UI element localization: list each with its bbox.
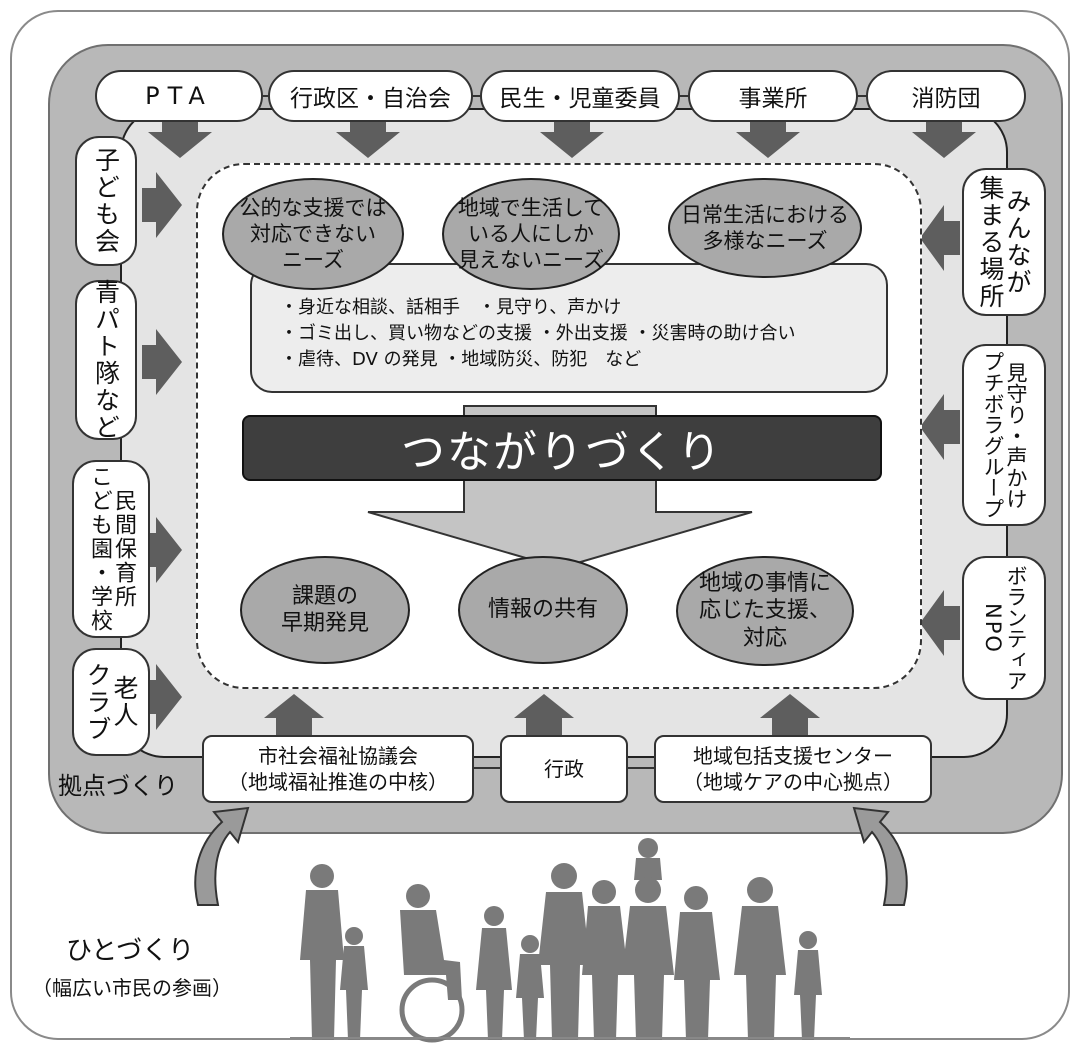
- needs-ellipse-public-line-3: ニーズ: [282, 248, 344, 273]
- org-gathering-place-label-1: みんなが: [1003, 188, 1032, 296]
- org-welfare-commissioner: 民生・児童委員: [480, 70, 680, 122]
- outcome-local-support-line-1: 地域の事情に: [698, 570, 831, 596]
- org-gathering-place: みんなが 集まる場所: [962, 168, 1046, 316]
- org-blue-patrol: 青パト隊など: [75, 279, 137, 441]
- org-watch-volunteer-group: 見守り・声かけ プチボラグループ: [962, 344, 1046, 526]
- org-volunteer-npo: ボランティア NPO: [962, 556, 1046, 700]
- needs-ellipse-public-line-1: 公的な支援では: [239, 195, 387, 220]
- arrow-right-4: [142, 664, 182, 730]
- org-social-welfare-council-role: （地域福祉推進の中核）: [228, 770, 448, 794]
- org-social-welfare-council-name: 市社会福祉協議会: [258, 744, 418, 768]
- org-watch-label-2: プチボラグループ: [981, 351, 1005, 519]
- org-watch-label-1: 見守り・声かけ: [1004, 361, 1028, 509]
- outcome-information-sharing-line-1: 情報の共有: [487, 597, 598, 623]
- needs-ellipse-daily-line-2: 多様なニーズ: [702, 229, 828, 253]
- org-government: 行政: [500, 735, 628, 803]
- needs-ellipse-daily-life: 日常生活における 多様なニーズ: [668, 178, 862, 278]
- outcome-early-detection-line-2: 早期発見: [280, 611, 369, 636]
- people-building-sublabel: （幅広い市民の参画）: [32, 976, 232, 1000]
- org-community-support-center-role: （地域ケアの中心拠点）: [683, 770, 903, 794]
- outcome-local-support-line-3: 対応: [742, 625, 787, 651]
- org-business: 事業所: [688, 70, 858, 122]
- arrow-right-1: [142, 172, 182, 238]
- org-pta: PTA: [95, 70, 263, 122]
- needs-example-line-2: ・ゴミ出し、買い物などの支援 ・外出支援 ・災害時の助け合い: [280, 323, 796, 344]
- top-connectors: [262, 95, 868, 97]
- outcome-information-sharing: 情報の共有: [458, 556, 628, 664]
- org-children-association-label: 子ども会: [91, 147, 121, 255]
- curved-arrow-left: [194, 806, 250, 906]
- needs-ellipse-daily-line-1: 日常生活における: [681, 202, 849, 227]
- org-blue-patrol-label: 青パト隊など: [91, 279, 121, 441]
- org-community-support-center: 地域包括支援センター （地域ケアの中心拠点）: [654, 735, 932, 803]
- needs-ellipse-residents-line-3: 見えないニーズ: [458, 248, 604, 273]
- needs-ellipse-residents-line-2: いる人にしか: [468, 221, 594, 246]
- needs-ellipse-residents-line-1: 地域で生活して: [457, 195, 605, 220]
- org-gathering-place-label-2: 集まる場所: [976, 174, 1005, 310]
- outcome-early-detection-line-1: 課題の: [291, 583, 358, 609]
- org-social-welfare-council: 市社会福祉協議会 （地域福祉推進の中核）: [202, 735, 474, 803]
- arrow-left-2: [920, 394, 960, 460]
- org-seniors-club: 老人 クラブ: [72, 648, 150, 756]
- org-administrative-district: 行政区・自治会: [268, 70, 473, 122]
- org-nursery-label-1: 民間保育所: [111, 489, 136, 609]
- org-seniors-club-label-2: クラブ: [83, 661, 112, 743]
- needs-example-line-3: ・虐待、DV の発見 ・地域防災、防犯 など: [280, 349, 642, 370]
- needs-example-line-1: ・身近な相談、話相手 ・見守り、声かけ: [280, 297, 622, 318]
- org-fire-brigade: 消防団: [866, 70, 1026, 122]
- arrow-up-1: [264, 694, 324, 738]
- arrow-right-2: [142, 329, 182, 395]
- needs-ellipse-residents: 地域で生活して いる人にしか 見えないニーズ: [442, 178, 620, 290]
- org-nursery-schools: 民間保育所 こども園・学校: [72, 460, 150, 638]
- outcome-local-support-line-2: 応じた支援、: [698, 598, 831, 624]
- needs-examples-box: ・身近な相談、話相手 ・見守り、声かけ ・ゴミ出し、買い物などの支援 ・外出支援…: [250, 263, 888, 393]
- arrow-up-2: [514, 694, 574, 738]
- org-children-association: 子ども会: [75, 136, 137, 266]
- arrow-left-3: [920, 590, 960, 656]
- org-seniors-club-label-1: 老人: [110, 675, 139, 729]
- org-nursery-label-2: こども園・学校: [87, 465, 112, 633]
- people-building-label: ひとづくり: [66, 936, 195, 966]
- org-npo-label: NPO: [981, 602, 1005, 654]
- outcome-early-detection: 課題の 早期発見: [240, 556, 410, 664]
- needs-ellipse-public-line-2: 対応できない: [250, 221, 376, 246]
- arrow-right-3: [142, 517, 182, 583]
- arrow-left-1: [920, 205, 960, 271]
- needs-ellipse-public: 公的な支援では 対応できない ニーズ: [222, 178, 404, 290]
- connection-banner: つながりづくり: [242, 415, 882, 481]
- curved-arrow-right: [852, 806, 908, 906]
- org-government-name: 行政: [544, 757, 584, 781]
- org-community-support-center-name: 地域包括支援センター: [693, 744, 893, 768]
- outcome-local-support: 地域の事情に 応じた支援、 対応: [676, 556, 854, 666]
- bottom-connectors: [474, 767, 654, 769]
- base-building-label: 拠点づくり: [58, 772, 178, 800]
- org-volunteer-label: ボランティア: [1004, 565, 1028, 691]
- arrow-up-3: [760, 694, 820, 738]
